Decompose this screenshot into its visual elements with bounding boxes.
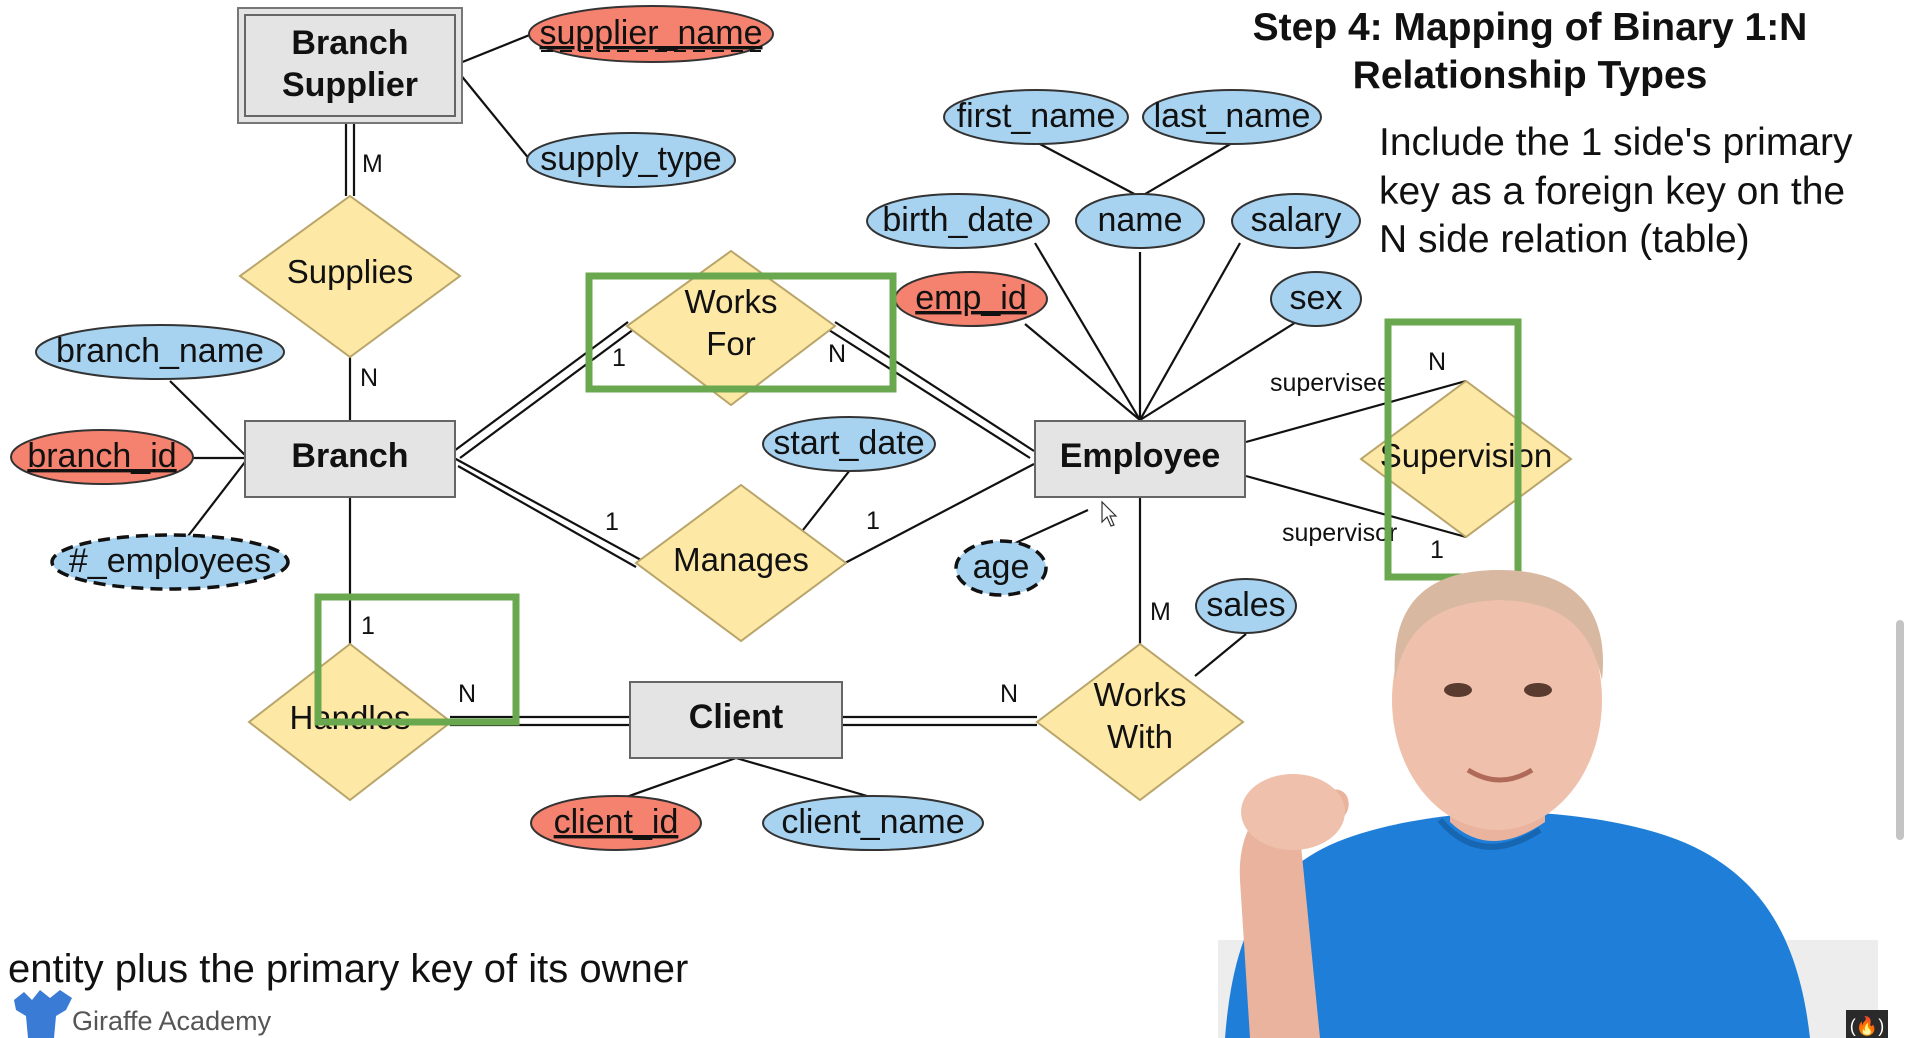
attr-emp-id: emp_id xyxy=(894,271,1048,327)
attr-emp-id-label: emp_id xyxy=(915,279,1027,317)
attr-first-name: first_name xyxy=(943,89,1129,145)
entity-branch-supplier: Branch Supplier xyxy=(237,7,463,124)
relationship-works-with-line2: With xyxy=(1107,718,1173,755)
relationship-handles-label: Handles xyxy=(289,699,410,736)
attr-start-date-label: start_date xyxy=(773,424,924,462)
attr-num-employees-label: #_employees xyxy=(69,542,271,580)
attr-sex: sex xyxy=(1270,271,1362,327)
card-works-with-left: N xyxy=(1000,680,1018,708)
card-supplies-top: M xyxy=(362,150,383,178)
attr-branch-name-label: branch_name xyxy=(56,332,264,370)
entity-branch: Branch xyxy=(244,420,456,498)
svg-text:(🔥): (🔥) xyxy=(1850,1015,1884,1036)
slide-desc-line3: N side relation (table) xyxy=(1379,218,1750,261)
entity-branch-supplier-line2: Supplier xyxy=(282,66,418,104)
slide-title-line1: Step 4: Mapping of Binary 1:N xyxy=(1253,6,1808,49)
scrollbar-thumb[interactable] xyxy=(1896,620,1904,840)
attr-supplier-name-label: supplier_name xyxy=(539,14,762,52)
attr-supply-type-label: supply_type xyxy=(540,140,721,178)
presenter-video-overlay xyxy=(1218,570,1878,1038)
card-handles-right: N xyxy=(458,680,476,708)
attr-client-name-label: client_name xyxy=(781,803,964,841)
attr-age-label: age xyxy=(973,548,1030,586)
attr-sales-label: sales xyxy=(1206,586,1285,624)
attr-last-name-label: last_name xyxy=(1154,97,1311,135)
relationship-supplies-label: Supplies xyxy=(287,253,414,290)
attr-supplier-name: supplier_name xyxy=(528,5,774,63)
attr-branch-name: branch_name xyxy=(35,324,285,380)
channel-watermark-icon: (🔥) xyxy=(1846,1010,1888,1038)
mouse-cursor-icon xyxy=(1101,500,1118,527)
attr-client-name: client_name xyxy=(762,795,984,851)
giraffe-logo-icon xyxy=(14,990,72,1038)
attr-num-employees: #_employees xyxy=(50,533,290,591)
relationship-supervision-label: Supervision xyxy=(1380,437,1552,474)
brand-label: Giraffe Academy xyxy=(72,1006,272,1036)
attr-age: age xyxy=(954,539,1048,597)
relationship-works-with: Works With xyxy=(1035,642,1245,802)
attr-branch-id-label: branch_id xyxy=(27,437,176,475)
card-manages-left: 1 xyxy=(605,508,619,536)
slide-title-line2: Relationship Types xyxy=(1353,54,1708,97)
role-supervisee: supervisee xyxy=(1270,369,1391,397)
caption-text: entity plus the primary key of its owner xyxy=(8,947,688,991)
card-works-with-top: M xyxy=(1150,598,1171,626)
attr-birth-date-label: birth_date xyxy=(882,201,1033,239)
relationship-supervision: Supervision xyxy=(1359,379,1573,539)
attr-first-name-label: first_name xyxy=(957,97,1116,135)
card-handles-top: 1 xyxy=(361,612,375,640)
attr-client-id-label: client_id xyxy=(554,803,679,841)
attr-salary-label: salary xyxy=(1251,201,1342,239)
relationship-works-for-line2: For xyxy=(706,325,756,362)
giraffe-academy-logo: Giraffe Academy xyxy=(14,990,272,1038)
attr-last-name: last_name xyxy=(1142,89,1322,145)
attr-sex-label: sex xyxy=(1290,279,1343,317)
entity-branch-label: Branch xyxy=(291,437,408,475)
attr-sales: sales xyxy=(1195,578,1297,634)
relationship-works-with-line1: Works xyxy=(1094,676,1187,713)
attr-client-id: client_id xyxy=(530,795,702,851)
highlight-box-works-for xyxy=(585,272,897,393)
attr-birth-date: birth_date xyxy=(866,193,1050,249)
card-works-for-left: 1 xyxy=(612,344,626,372)
card-supervision-top: N xyxy=(1428,348,1446,376)
relationship-manages-label: Manages xyxy=(673,541,809,578)
attr-name: name xyxy=(1075,193,1205,249)
highlight-box-handles xyxy=(314,593,520,726)
relationship-manages: Manages xyxy=(634,483,848,643)
card-supplies-bottom: N xyxy=(360,364,378,392)
entity-employee-label: Employee xyxy=(1060,437,1221,475)
card-supervision-bottom: 1 xyxy=(1430,536,1444,564)
card-manages-right: 1 xyxy=(866,507,880,535)
entity-client-label: Client xyxy=(689,698,783,736)
slide-desc-line1: Include the 1 side's primary xyxy=(1379,121,1853,164)
relationship-works-for-line1: Works xyxy=(685,283,778,320)
entity-client: Client xyxy=(629,681,843,759)
attr-salary: salary xyxy=(1231,193,1361,249)
attr-name-label: name xyxy=(1097,201,1182,239)
entity-branch-supplier-line1: Branch xyxy=(291,24,408,62)
diagram-edges xyxy=(169,32,1467,802)
relationship-supplies: Supplies xyxy=(238,194,462,359)
relationship-works-for: Works For xyxy=(625,249,837,407)
entity-employee: Employee xyxy=(1034,420,1246,498)
attr-start-date: start_date xyxy=(762,416,936,472)
card-works-for-right: N xyxy=(828,340,846,368)
role-supervisor: supervisor xyxy=(1282,519,1397,547)
slide-desc-line2: key as a foreign key on the xyxy=(1379,170,1845,213)
attr-supply-type: supply_type xyxy=(526,132,736,188)
attr-branch-id: branch_id xyxy=(10,429,194,485)
